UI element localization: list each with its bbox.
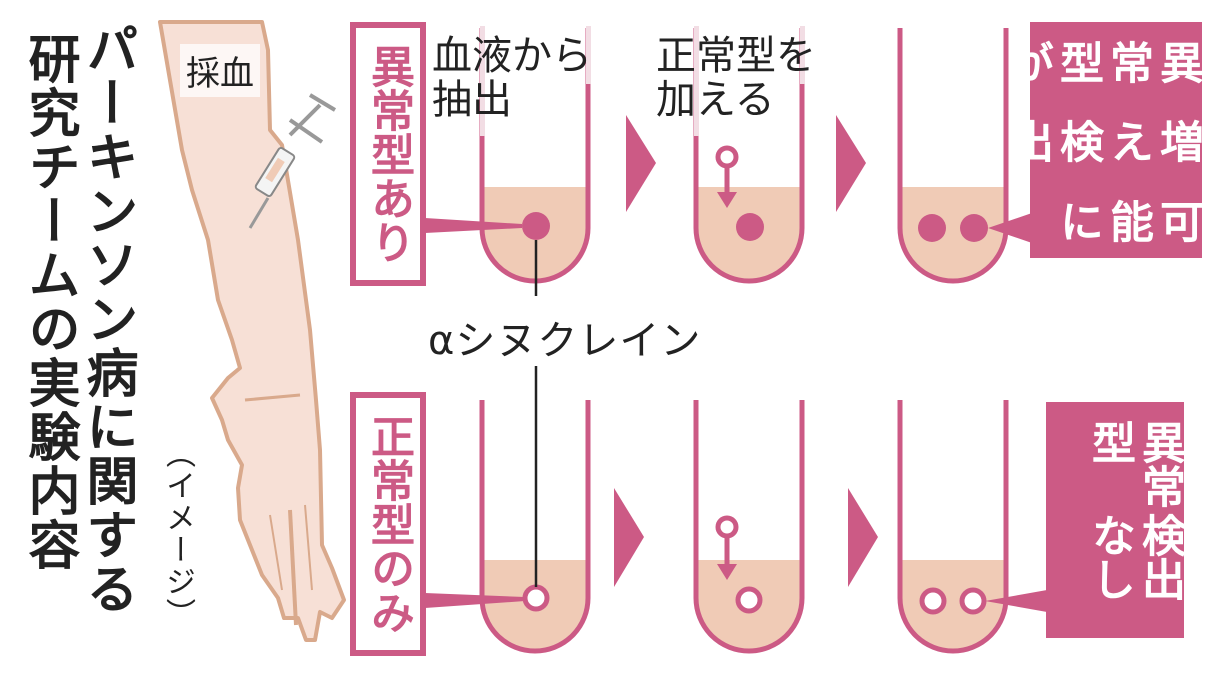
abnormal-particle bbox=[522, 212, 550, 240]
step-2-label-line2: 加える bbox=[656, 77, 775, 123]
title-line1: パーキンソン病に関する bbox=[77, 22, 137, 616]
step-1-label: 血液から 抽出 bbox=[432, 34, 592, 122]
step-2-label: 正常型を 加える bbox=[656, 34, 816, 122]
result-callout-detected: 異常型が 増え検出 可能に bbox=[1002, 22, 1203, 258]
blood-draw-label: 採血 bbox=[180, 44, 260, 97]
step-arrow-icon bbox=[626, 115, 656, 212]
result-col: 増え検出 bbox=[1002, 119, 1203, 164]
result-col: 異常型 bbox=[1084, 420, 1185, 508]
result-col: 可能に bbox=[1052, 198, 1203, 243]
normal-particle-added bbox=[715, 145, 739, 169]
step-2-label-line1: 正常型を bbox=[656, 33, 816, 79]
result-col: 検出なし bbox=[1084, 513, 1185, 602]
down-arrow-icon bbox=[717, 564, 737, 580]
condition-label: 異常型あり bbox=[363, 44, 414, 264]
result-callout-not-detected: 異常型 検出なし bbox=[1046, 402, 1185, 638]
condition-abnormal-present: 異常型あり bbox=[350, 22, 426, 286]
syringe-icon bbox=[248, 93, 337, 229]
arm-illustration bbox=[158, 20, 346, 642]
condition-normal-only: 正常型のみ bbox=[350, 392, 426, 656]
tube-bottom-3 bbox=[897, 400, 1009, 654]
step-1-label-line2: 抽出 bbox=[432, 77, 512, 123]
tube-top-3 bbox=[897, 28, 1009, 284]
step-arrow-icon bbox=[848, 488, 878, 587]
condition-label: 正常型のみ bbox=[363, 414, 414, 634]
step-1-label-line1: 血液から bbox=[432, 33, 592, 79]
title-line2: 研究チームの実験内容 bbox=[19, 32, 79, 572]
step-arrow-icon bbox=[614, 488, 644, 587]
result-col: 異常型が bbox=[1002, 40, 1203, 84]
image-note: （イメージ） bbox=[160, 438, 195, 630]
down-arrow-icon bbox=[717, 192, 737, 208]
tube-top-2 bbox=[693, 26, 805, 284]
step-arrow-icon bbox=[836, 115, 866, 212]
alpha-synuclein-label: αシヌクレイン bbox=[428, 318, 702, 364]
tube-bottom-2 bbox=[693, 400, 805, 654]
